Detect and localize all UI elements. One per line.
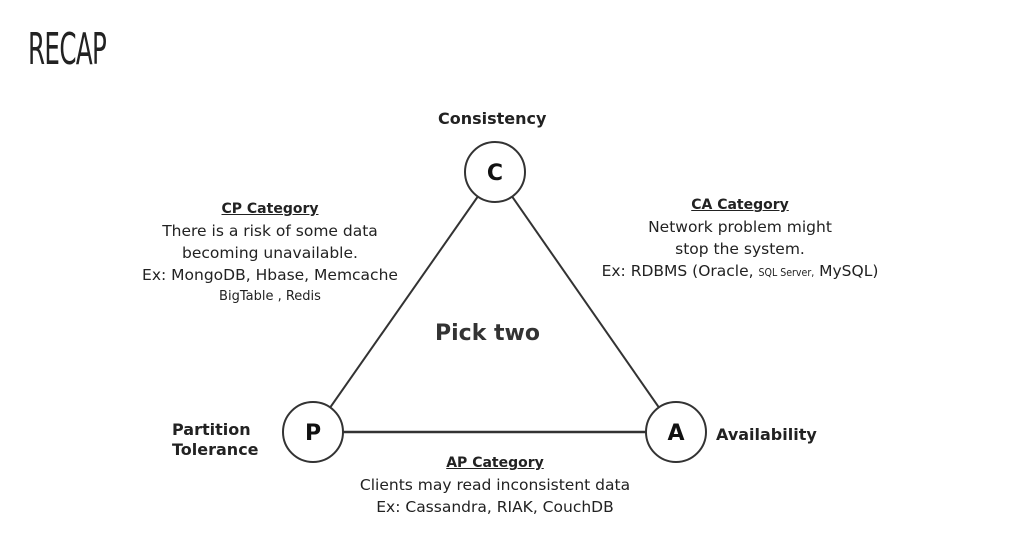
cp-category-line1: There is a risk of some data bbox=[162, 222, 378, 240]
ca-category-title: CA Category bbox=[691, 197, 789, 213]
cp-category-line4: BigTable , Redis bbox=[219, 289, 321, 304]
node-p-letter: P bbox=[305, 421, 321, 446]
ca-category-line2: stop the system. bbox=[675, 240, 805, 258]
cp-category-line2: becoming unavailable. bbox=[182, 244, 358, 262]
availability-label: Availability bbox=[716, 425, 817, 444]
ca-category-line3: Ex: RDBMS (Oracle, SQL Server, MySQL) bbox=[580, 260, 900, 284]
ca-line3-prefix: Ex: RDBMS (Oracle, bbox=[601, 262, 754, 280]
ap-category-title: AP Category bbox=[446, 455, 544, 471]
partition-label-line2: Tolerance bbox=[172, 440, 259, 459]
node-a-letter: A bbox=[667, 421, 684, 446]
ca-category-line1: Network problem might bbox=[648, 218, 832, 236]
ca-category-block: CA Category Network problem might stop t… bbox=[580, 194, 900, 284]
node-p: P bbox=[282, 401, 344, 463]
partition-label-line1: Partition bbox=[172, 420, 251, 439]
node-a: A bbox=[645, 401, 707, 463]
partition-tolerance-label: Partition Tolerance bbox=[172, 420, 259, 460]
edge-c-a bbox=[494, 171, 677, 433]
node-c-letter: C bbox=[487, 161, 503, 186]
center-label: Pick two bbox=[435, 321, 540, 346]
consistency-label: Consistency bbox=[438, 109, 547, 128]
ca-line3-small: SQL Server, bbox=[758, 267, 815, 279]
cp-category-title: CP Category bbox=[221, 201, 319, 217]
ca-line3-suffix: MySQL) bbox=[819, 262, 879, 280]
slide-title: RECAP bbox=[28, 24, 107, 75]
cp-category-block: CP Category There is a risk of some data… bbox=[120, 198, 420, 308]
ap-category-line2: Ex: Cassandra, RIAK, CouchDB bbox=[376, 498, 614, 516]
ap-category-line1: Clients may read inconsistent data bbox=[359, 476, 631, 494]
edge-c-p bbox=[312, 171, 496, 433]
cp-category-line3: Ex: MongoDB, Hbase, Memcache bbox=[142, 266, 398, 284]
ap-category-block: AP Category Clients may read inconsisten… bbox=[330, 452, 660, 518]
node-c: C bbox=[464, 141, 526, 203]
